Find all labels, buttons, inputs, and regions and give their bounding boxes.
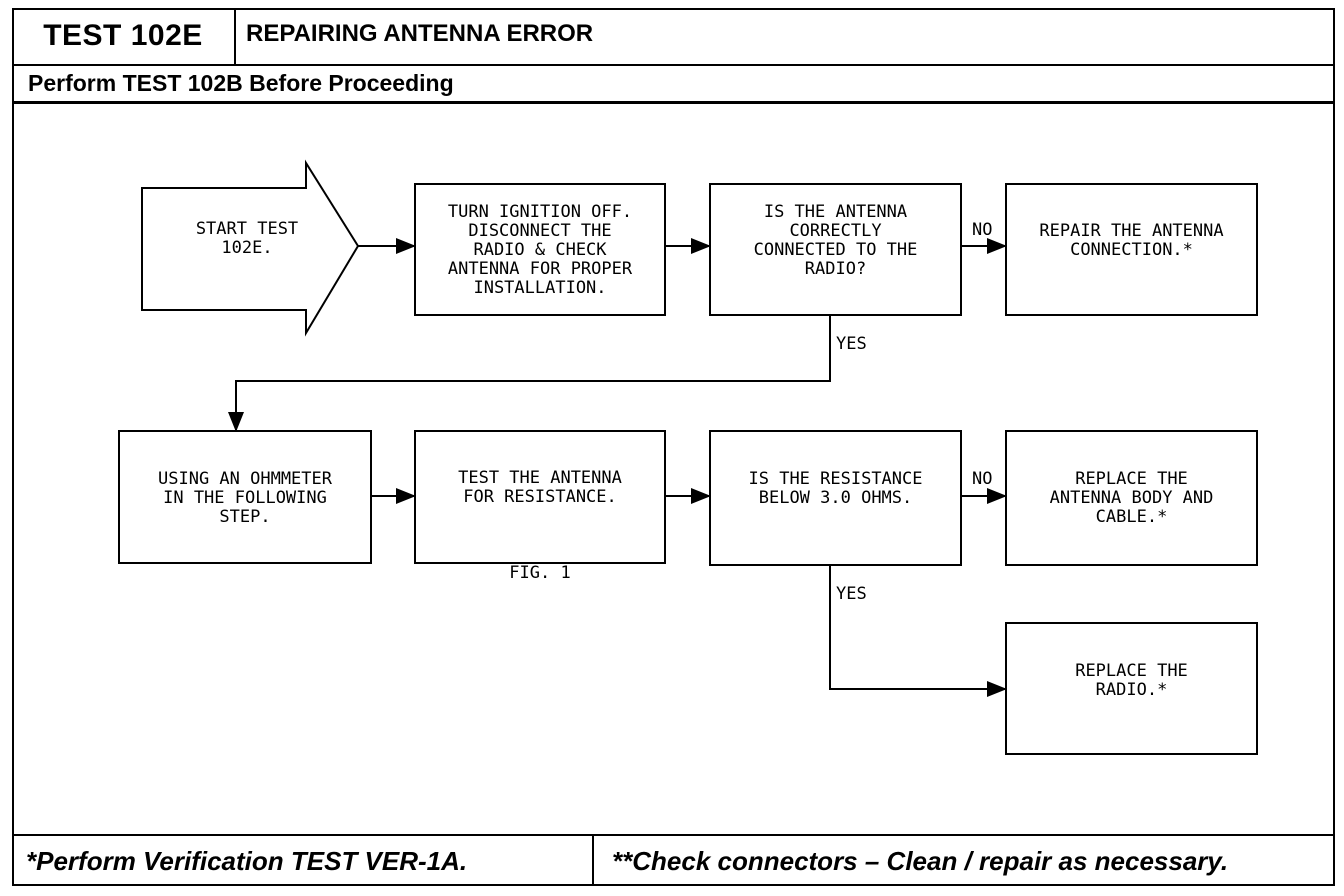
no-label-2: NO <box>972 469 993 489</box>
arrow-yes-to-ohmmeter <box>228 316 831 432</box>
repair-antenna-connection: REPAIR THE ANTENNA CONNECTION.* <box>1005 183 1258 316</box>
step-using-ohmmeter: USING AN OHMMETER IN THE FOLLOWING STEP. <box>118 430 372 564</box>
test-resistance-text: TEST THE ANTENNA FOR RESISTANCE. <box>458 468 622 507</box>
page-frame <box>12 8 1335 886</box>
replace-antenna-body: REPLACE THE ANTENNA BODY AND CABLE.* <box>1005 430 1258 566</box>
footer-note-connectors: **Check connectors – Clean / repair as n… <box>612 845 1229 876</box>
test-title: REPAIRING ANTENNA ERROR <box>246 20 594 47</box>
test-id: TEST 102E <box>12 8 236 64</box>
yes-label-1: YES <box>836 334 867 354</box>
footer-row: *Perform Verification TEST VER-1A. **Che… <box>12 834 1335 886</box>
yes-label-2: YES <box>836 584 867 604</box>
question-antenna-connected: IS THE ANTENNA CORRECTLY CONNECTED TO TH… <box>709 183 962 316</box>
no-label-1: NO <box>972 220 993 240</box>
fig-reference: FIG. 1 <box>509 563 571 583</box>
step-test-antenna-resistance: TEST THE ANTENNA FOR RESISTANCE. FIG. 1 <box>414 430 666 583</box>
subtitle-row: Perform TEST 102B Before Proceeding <box>12 66 1335 104</box>
start-arrow-shape <box>141 159 360 337</box>
subtitle: Perform TEST 102B Before Proceeding <box>28 70 454 96</box>
footer-note-verification: *Perform Verification TEST VER-1A. <box>12 836 594 886</box>
replace-radio: REPLACE THE RADIO.* <box>1005 622 1258 755</box>
arrow-yes-replace-radio <box>829 566 1007 697</box>
question-resistance-below: IS THE RESISTANCE BELOW 3.0 OHMS. <box>709 430 962 566</box>
step-turn-ignition-off: TURN IGNITION OFF. DISCONNECT THE RADIO … <box>414 183 666 316</box>
start-test-label: START TEST 102E. <box>195 219 299 258</box>
header-row: TEST 102E REPAIRING ANTENNA ERROR <box>12 8 1335 66</box>
